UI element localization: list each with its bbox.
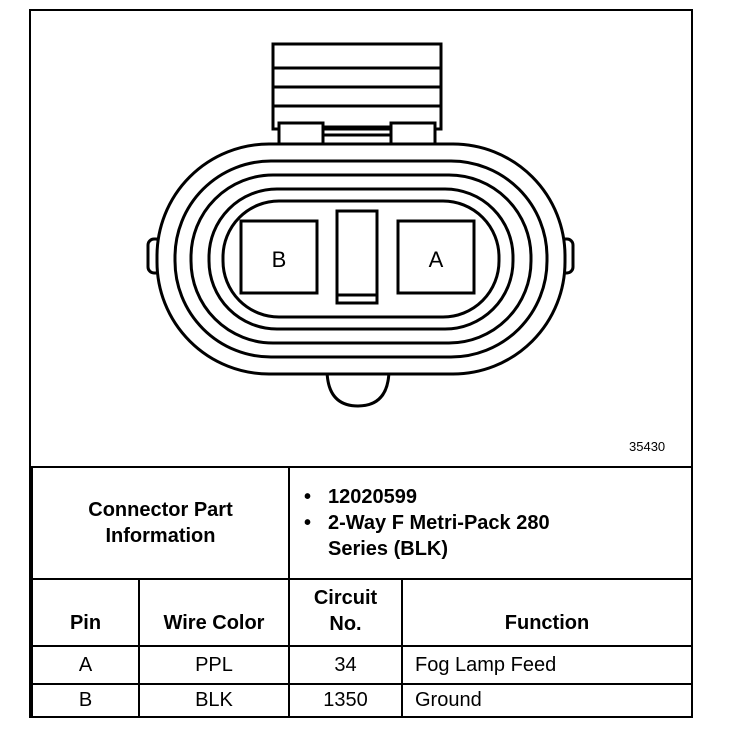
- connector-diagram: B A 35430 Connector Part Information •12…: [29, 9, 693, 718]
- header-wire-color: Wire Color: [138, 578, 290, 647]
- cavity-a: [396, 219, 476, 295]
- table-row: B BLK 1350 Ground: [31, 683, 693, 718]
- row-b-wire-color: BLK: [138, 683, 290, 718]
- header-pin: Pin: [31, 578, 140, 647]
- row-b-function: Ground: [401, 683, 693, 718]
- row-a-pin: A: [31, 645, 140, 685]
- connector-drawing: B A 35430: [31, 11, 691, 466]
- figure-number: 35430: [629, 439, 666, 454]
- row-b-pin: B: [31, 683, 140, 718]
- row-b-circuit: 1350: [288, 683, 403, 718]
- pin-label-b: B: [272, 247, 287, 272]
- connector-table: Connector Part Information •12020599 •2-…: [31, 466, 693, 718]
- part-number: •12020599: [304, 486, 417, 508]
- bottom-tab: [325, 368, 391, 408]
- header-function: Function: [401, 578, 693, 647]
- connector-part-info-label: Connector Part Information: [31, 466, 290, 580]
- table-row: A PPL 34 Fog Lamp Feed: [31, 645, 693, 685]
- header-circuit-no: Circuit No.: [288, 578, 403, 647]
- center-rib: [335, 209, 379, 305]
- row-a-wire-color: PPL: [138, 645, 290, 685]
- cavity-b: [239, 219, 319, 295]
- pin-label-a: A: [429, 247, 444, 272]
- connector-part-info: •12020599 •2-Way F Metri-Pack 280 Series…: [288, 466, 693, 580]
- row-a-function: Fog Lamp Feed: [401, 645, 693, 685]
- connector-type: •2-Way F Metri-Pack 280 Series (BLK): [304, 512, 550, 560]
- row-a-circuit: 34: [288, 645, 403, 685]
- connector-face-svg: B A: [146, 42, 575, 408]
